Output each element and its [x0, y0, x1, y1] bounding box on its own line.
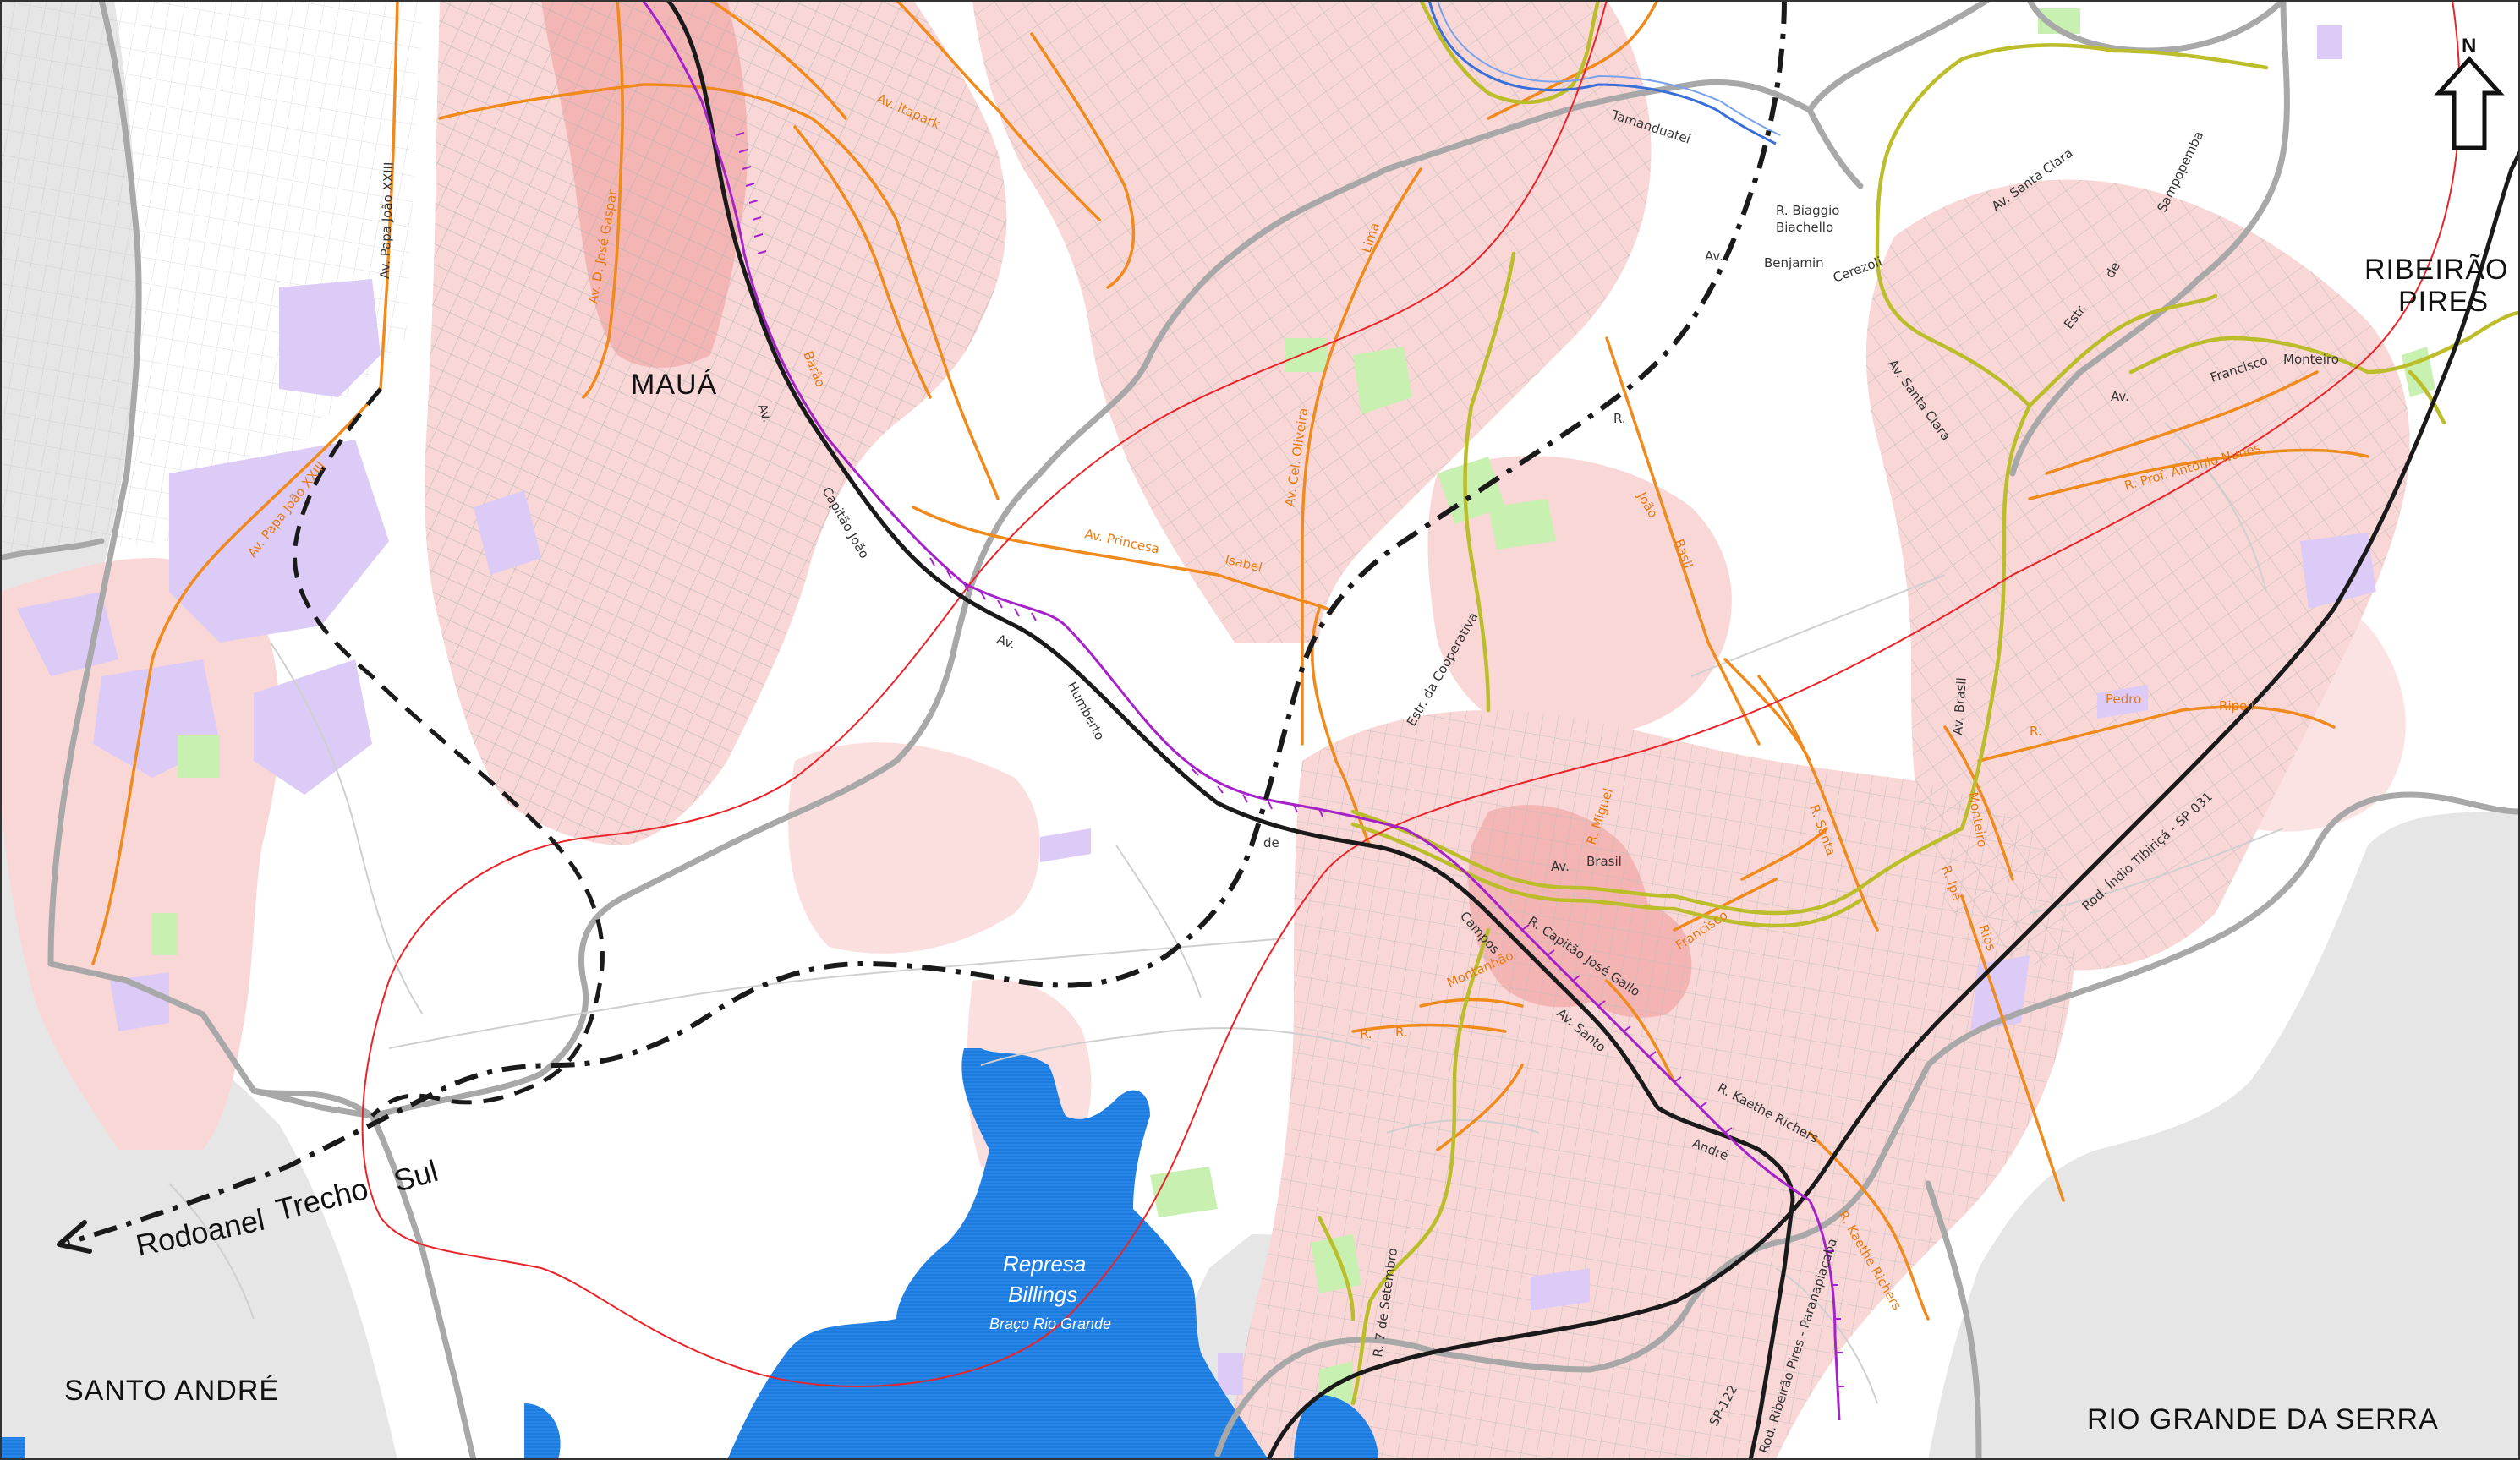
street-r-ripoli: R. — [2030, 724, 2042, 739]
street-papa-joao-top: Av. Papa João XXIII — [377, 161, 397, 279]
tamanduatei-river — [1427, 0, 1781, 145]
rodoanel-arrow-icon — [57, 1220, 92, 1254]
main-avenues — [91, 0, 2369, 1321]
street-av-pr: Av. — [2111, 389, 2129, 404]
street-monteiro: Monteiro — [2283, 352, 2339, 367]
street-biagio: R. Biaggio — [1776, 203, 1839, 218]
street-av-brasil-h: Av. — [1551, 859, 1570, 874]
street-biachello: Biachello — [1776, 220, 1833, 235]
main-highways — [666, 0, 2520, 1460]
street-r-montanhao: R. — [1395, 1025, 1408, 1040]
rodoanel-trecho-sul-dashed — [293, 387, 605, 1118]
street-brasil-h: Brasil — [1586, 854, 1622, 869]
arterial-roads — [1317, 0, 2520, 1406]
railway-ticks — [735, 132, 1844, 1387]
street-ripoli: Ripoli — [2219, 698, 2254, 714]
north-arrow-icon — [2434, 56, 2505, 150]
red-perimeter-line — [361, 0, 2461, 1387]
city-label-santo-andre: SANTO ANDRÉ — [64, 1375, 279, 1407]
city-label-rio-grande: RIO GRANDE DA SERRA — [2087, 1403, 2439, 1435]
represa-billings-water — [0, 1048, 1378, 1460]
reservoir-label-2: Billings — [1008, 1282, 1077, 1307]
secondary-roads — [168, 422, 2284, 1404]
city-label-ribeirao-1: RIBEIRÃO — [2364, 254, 2508, 286]
street-benjamin: Benjamin — [1764, 255, 1824, 271]
rodoanel-projected-line — [67, 0, 1787, 1245]
north-label: N — [2462, 35, 2476, 57]
street-benjamin-av: Av. — [1705, 249, 1723, 264]
railway-line — [641, 0, 1841, 1421]
street-de: de — [1263, 835, 1279, 850]
street-pedro: Pedro — [2106, 692, 2141, 707]
street-jr: R. — [1613, 411, 1626, 426]
street-av-brasil-v: Av. Brasil — [1950, 677, 1969, 736]
street-r-left: R. — [1360, 1026, 1372, 1042]
city-label-ribeirao-2: PIRES — [2398, 286, 2489, 318]
reservoir-label-1: Represa — [1003, 1251, 1086, 1277]
street-grid — [0, 0, 2410, 1460]
city-label-maua: MAUÁ — [631, 369, 717, 401]
reservoir-label-3: Braço Rio Grande — [989, 1315, 1111, 1332]
